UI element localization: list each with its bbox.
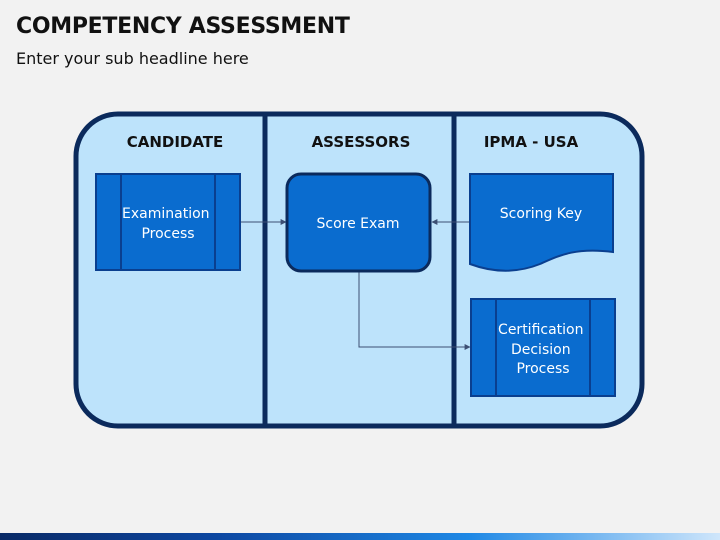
certification-label-line-1: Certification bbox=[498, 322, 583, 338]
slide-title: COMPETENCY ASSESSMENT bbox=[16, 14, 350, 39]
slide-subtitle: Enter your sub headline here bbox=[16, 49, 249, 68]
score-exam-label: Score Exam bbox=[316, 216, 399, 232]
lane-title-candidate: CANDIDATE bbox=[127, 133, 224, 151]
examination-label-line-2: Process bbox=[141, 226, 194, 242]
connector-score-to-certification bbox=[358, 272, 471, 350]
certification-label-line-3: Process bbox=[516, 361, 569, 377]
scoring-key-shape: Scoring Key bbox=[469, 173, 614, 272]
svg-text:Certification Decision: Certification Decision Process bbox=[498, 322, 588, 377]
certification-label-line-2: Decision bbox=[511, 342, 571, 358]
certification-decision-process-shape: Certification Decision Process bbox=[470, 298, 616, 397]
scoring-key-label: Scoring Key bbox=[500, 206, 582, 222]
footer-gradient-bar bbox=[0, 533, 720, 540]
svg-text:Examination Process: Examination Process bbox=[122, 206, 214, 242]
score-exam-shape: Score Exam bbox=[285, 172, 432, 273]
examination-label-line-1: Examination bbox=[122, 206, 210, 222]
lane-title-ipma-usa: IPMA - USA bbox=[484, 133, 579, 151]
lane-title-assessors: ASSESSORS bbox=[312, 133, 411, 151]
examination-process-shape: Examination Process bbox=[95, 173, 241, 271]
